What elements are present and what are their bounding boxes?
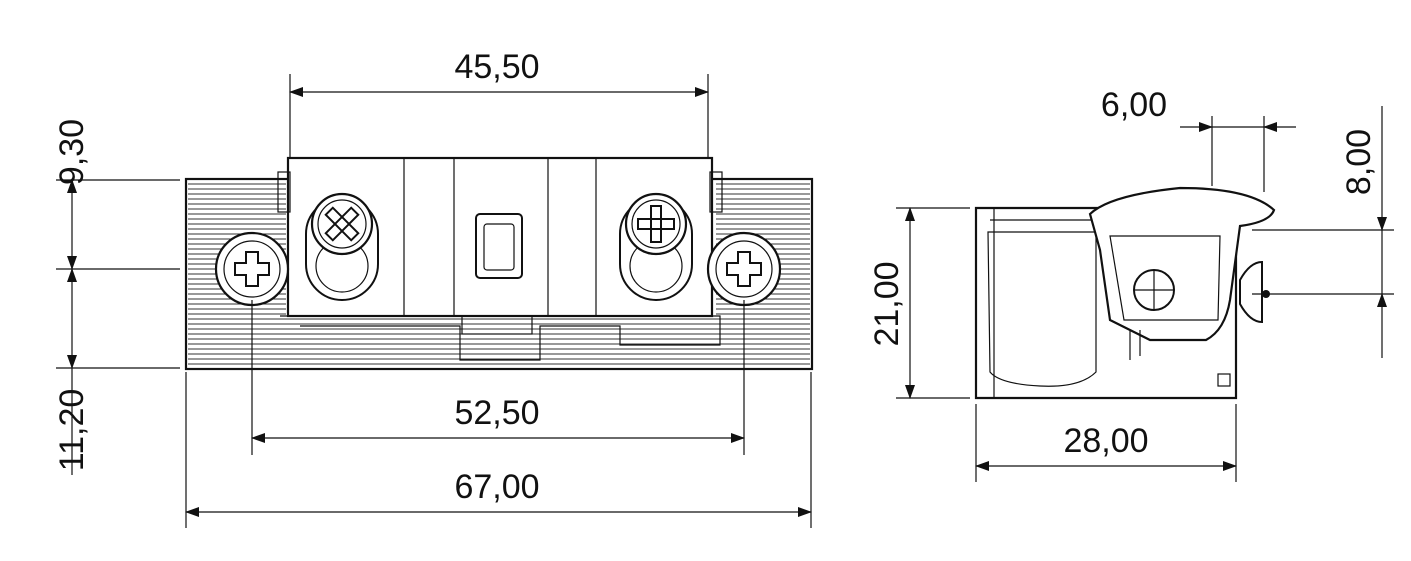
dim-label-67-00: 67,00 (454, 468, 539, 506)
dim-label-6-00: 6,00 (1101, 86, 1167, 124)
right-mount-screw (706, 231, 782, 307)
right-adjust-screw (624, 192, 688, 256)
front-view (184, 156, 814, 371)
dim-45-50: 45,50 (289, 48, 709, 158)
dim-11-20: 11,20 (53, 268, 180, 475)
dim-28-00: 28,00 (975, 404, 1237, 482)
side-view (974, 186, 1276, 400)
dim-label-21-00: 21,00 (868, 261, 906, 346)
dim-label-9-30: 9,30 (53, 119, 91, 185)
dim-label-45-50: 45,50 (454, 48, 539, 86)
left-mount-screw (214, 231, 290, 307)
dim-6-00: 6,00 (1101, 86, 1296, 192)
dim-67-00: 67,00 (185, 372, 812, 528)
dim-8-00: 8,00 (1252, 106, 1394, 358)
dim-label-52-50: 52,50 (454, 394, 539, 432)
left-adjust-screw (310, 192, 374, 256)
dim-label-28-00: 28,00 (1063, 422, 1148, 460)
dim-52-50: 52,50 (251, 300, 745, 455)
dim-label-11-20: 11,20 (53, 389, 91, 472)
dim-9-30: 9,30 (53, 119, 180, 270)
dim-label-8-00: 8,00 (1340, 129, 1378, 195)
dim-21-00: 21,00 (868, 207, 970, 399)
